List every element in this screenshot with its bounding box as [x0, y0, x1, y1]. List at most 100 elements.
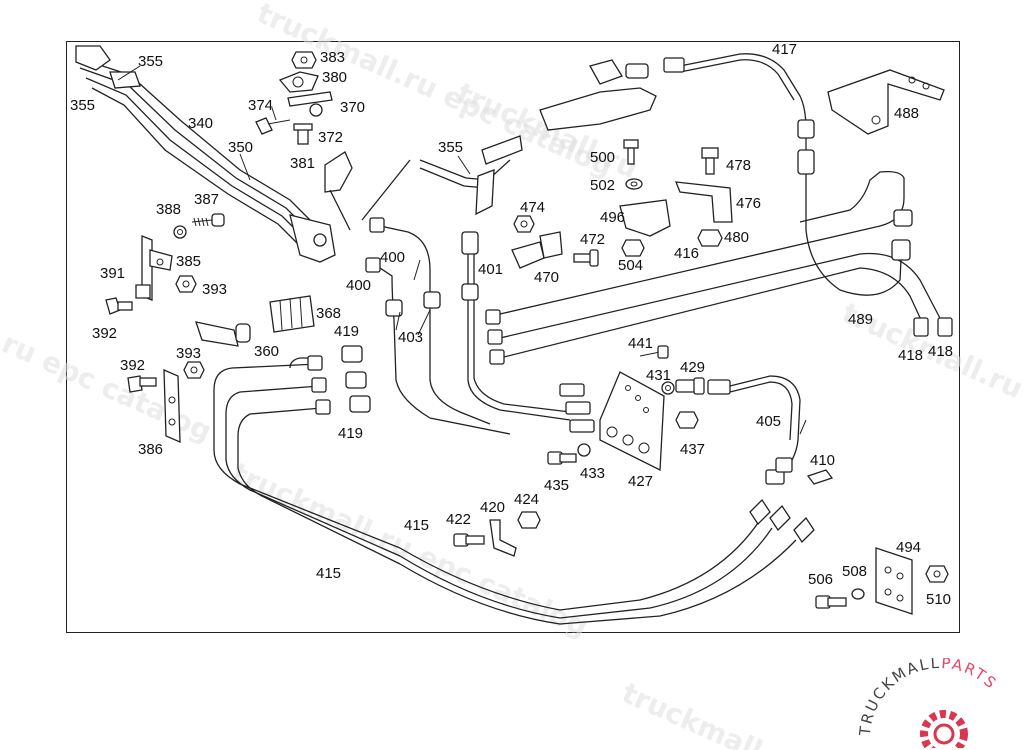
part-368-grommet: [269, 295, 315, 333]
pipe-401: [461, 231, 571, 421]
callout-label: 506: [808, 571, 833, 588]
callout-label: 419: [338, 425, 363, 442]
callout-label: 392: [92, 325, 117, 342]
callout-label: 422: [446, 511, 471, 528]
callout-label: 435: [544, 477, 569, 494]
callout-label: 388: [156, 201, 181, 218]
part-500-bolt: [623, 139, 639, 165]
part-427-plate: [599, 371, 665, 472]
part-431-washer: [661, 381, 675, 395]
watermark-text: truckmall.ru: [617, 676, 808, 750]
part-383-nut: [291, 51, 317, 69]
part-391-bracket: [135, 235, 173, 301]
callout-label: 488: [894, 105, 919, 122]
part-393-nut-2: [183, 361, 205, 379]
part-470-bracket: [511, 231, 563, 269]
callout-label: 393: [176, 345, 201, 362]
callout-label: 380: [322, 69, 347, 86]
part-480-nut: [697, 229, 723, 247]
callout-label: 391: [100, 265, 125, 282]
callout-label: 355: [438, 139, 463, 156]
part-435-bolt: [547, 451, 577, 465]
callout-label: 383: [320, 49, 345, 66]
part-370-washer: [287, 91, 333, 117]
callout-label: 393: [202, 281, 227, 298]
part-360-connector: [195, 321, 251, 347]
callout-label: 433: [580, 465, 605, 482]
callout-label: 441: [628, 335, 653, 352]
part-429-bolt: [675, 377, 705, 395]
valve-body: [289, 214, 336, 263]
part-410-clip: [806, 469, 834, 485]
callout-label: 417: [772, 41, 797, 58]
part-393-nut: [175, 275, 197, 293]
callout-label: 403: [398, 329, 423, 346]
callout-label: 418: [928, 343, 953, 360]
callout-label: 415: [404, 517, 429, 534]
part-388-washer: [173, 225, 187, 239]
pipe-417: [663, 53, 815, 180]
callout-label: 385: [176, 253, 201, 270]
callout-label: 400: [380, 249, 405, 266]
callout-label: 502: [590, 177, 615, 194]
leader-lines: [117, 65, 807, 435]
callout-label: 340: [188, 115, 213, 132]
callout-label: 355: [138, 53, 163, 70]
truckmallparts-logo: TRUCKMALLPARTS: [858, 658, 1001, 748]
pipe-400-403: [365, 217, 511, 435]
part-496-bracket: [619, 199, 671, 237]
pipe-clamp: [75, 45, 111, 71]
gear-icon: [920, 710, 968, 748]
part-506-bolt: [815, 595, 847, 609]
brake-valve: [539, 59, 657, 131]
pipe-bundle-340: [75, 45, 353, 263]
callout-label: 392: [120, 357, 145, 374]
part-381-bolt: [293, 123, 313, 145]
watermark-text: truckmall.ru epc catalog: [227, 456, 593, 643]
part-392-bolt: [105, 297, 133, 315]
part-478-bolt: [701, 147, 719, 175]
part-441-screw: [639, 345, 669, 359]
logo-brand-accent: PARTS: [941, 658, 1001, 693]
callout-label: 472: [580, 231, 605, 248]
callout-label: 504: [618, 257, 643, 274]
part-387-screw: [191, 213, 225, 227]
part-380-clamp: [278, 71, 319, 93]
callout-label: 474: [520, 199, 545, 216]
part-472-bolt: [573, 249, 599, 267]
part-392-bolt-2: [127, 375, 157, 393]
part-420-clamp: [489, 519, 517, 557]
part-476-bracket: [674, 181, 733, 223]
fitting-400-b: [365, 257, 381, 273]
callout-label: 416: [674, 245, 699, 262]
callout-label: 387: [194, 191, 219, 208]
callout-label: 489: [848, 311, 873, 328]
callout-label: 510: [926, 591, 951, 608]
callout-label: 360: [254, 343, 279, 360]
pipe-405: [707, 375, 801, 485]
callout-label: 401: [478, 261, 503, 278]
callout-label: 470: [534, 269, 559, 286]
pipe-415: [213, 355, 815, 625]
part-437-nut: [675, 411, 699, 429]
part-488-bracket: [827, 69, 945, 135]
part-508-washer: [851, 588, 865, 600]
callout-label: 350: [228, 139, 253, 156]
callout-label: 420: [480, 499, 505, 516]
callout-label: 496: [600, 209, 625, 226]
callout-label: 372: [318, 129, 343, 146]
callout-label: 370: [340, 99, 365, 116]
callout-label: 424: [514, 491, 539, 508]
callout-label: 478: [726, 157, 751, 174]
part-474-nut: [513, 215, 535, 233]
part-433-washer: [577, 443, 591, 457]
callout-label: 419: [334, 323, 359, 340]
callout-label: 494: [896, 539, 921, 556]
part-510-nut: [925, 565, 949, 583]
callout-label: 500: [590, 149, 615, 166]
callout-label: 355: [70, 97, 95, 114]
pipe-355-center: [361, 135, 523, 221]
callout-label: 405: [756, 413, 781, 430]
callout-label: 437: [680, 441, 705, 458]
